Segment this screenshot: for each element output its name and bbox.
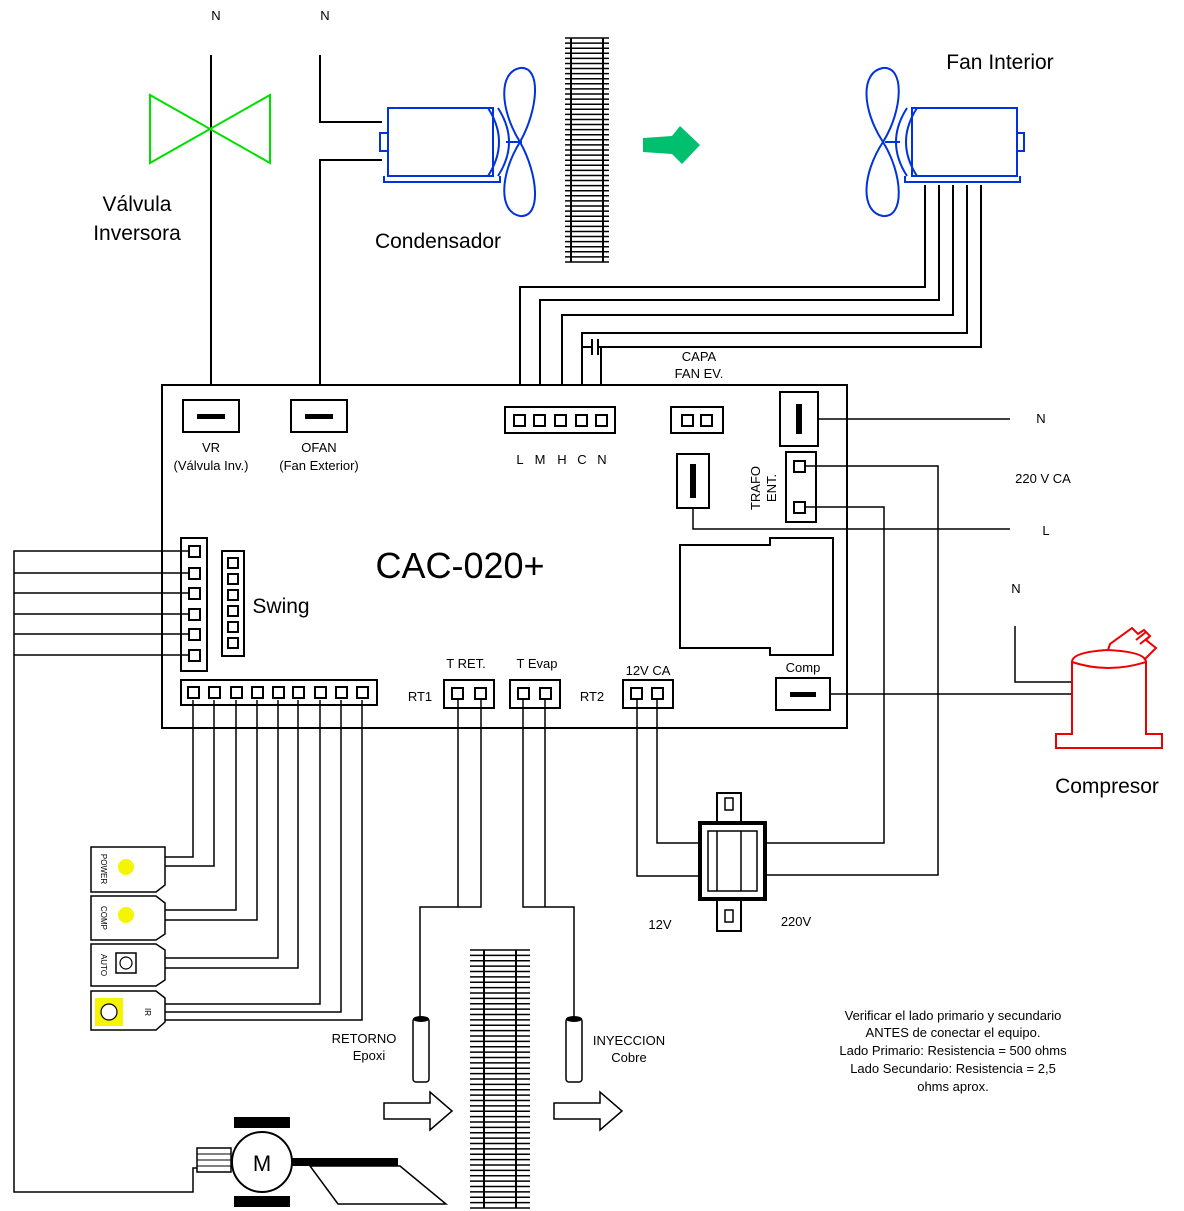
ofan-connector	[290, 399, 348, 433]
trafo-label-2: ENT.	[764, 474, 779, 502]
comp-led	[118, 907, 134, 923]
display-connector	[180, 679, 378, 706]
pin-label-h: H	[557, 452, 566, 467]
power-label: POWER	[99, 854, 108, 884]
swing-connector-left	[180, 537, 208, 672]
vr-label: VR	[202, 440, 220, 455]
trafo-primary-wire-2	[765, 506, 885, 844]
ir-module	[90, 990, 166, 1031]
swing-motor	[196, 1117, 449, 1207]
n-compressor-label: N	[1011, 581, 1020, 596]
auto-label: AUTO	[99, 954, 108, 976]
capa-label-1: CAPA	[682, 349, 717, 364]
rt1-label: RT1	[408, 689, 432, 704]
power-module	[90, 846, 166, 893]
relay-component	[679, 537, 834, 656]
note-line-3: Lado Primario: Resistencia = 500 ohms	[839, 1043, 1067, 1058]
condensador-label: Condensador	[375, 230, 501, 253]
l-supply-wire	[692, 508, 1010, 530]
retorno-label: RETORNO	[332, 1031, 397, 1046]
rt2-label: RT2	[580, 689, 604, 704]
ofan-wire	[319, 159, 382, 412]
fan-interior-label: Fan Interior	[946, 51, 1053, 74]
board-title: CAC-020+	[375, 545, 544, 586]
t-evap-label: T Evap	[517, 656, 558, 671]
n-right-label: N	[1036, 411, 1045, 426]
v220ca-label: 220 V CA	[1015, 471, 1071, 486]
swing-label: Swing	[252, 595, 309, 618]
pin-label-n: N	[597, 452, 606, 467]
fan-n-wire	[319, 55, 382, 123]
trafo-primary-wire-1	[765, 465, 939, 876]
sensor-wires	[419, 700, 575, 1018]
v12ca-connector	[622, 679, 674, 709]
valvula-label-1: Válvula	[103, 193, 172, 216]
vr-connector	[182, 399, 240, 433]
trafo-secondary-wire-2	[656, 700, 700, 844]
transformer-symbol	[698, 792, 767, 932]
inversion-valve-symbol	[149, 93, 271, 165]
ofan-sublabel: (Fan Exterior)	[279, 458, 358, 473]
swing-connector-right	[221, 550, 245, 657]
n-label-valve: N	[211, 8, 220, 23]
trafo-input-connector	[785, 451, 817, 523]
auto-module	[90, 943, 166, 987]
trafo-secondary-wire-1	[636, 700, 700, 877]
comp-connector	[775, 677, 831, 711]
inyeccion-sensor	[565, 1016, 583, 1083]
evaporator-coil	[470, 949, 530, 1209]
t-evap-connector	[509, 679, 561, 709]
condenser-coil	[565, 37, 609, 263]
t-ret-label: T RET.	[446, 656, 486, 671]
retorno-sensor	[412, 1016, 430, 1083]
t-ret-connector	[443, 679, 495, 709]
comp-module	[90, 895, 166, 941]
capa-label-2: FAN EV.	[675, 366, 724, 381]
fan-speed-connector	[504, 406, 616, 434]
comp-panel-label: COMP	[99, 906, 108, 930]
compressor-symbol	[1055, 626, 1163, 749]
epoxi-label: Epoxi	[353, 1048, 386, 1063]
v220-label: 220V	[781, 914, 812, 929]
pin-label-l: L	[516, 452, 523, 467]
inyeccion-label: INYECCION	[593, 1033, 665, 1048]
capa-fan-connector	[670, 406, 724, 434]
display-wires	[165, 700, 363, 1021]
cobre-label: Cobre	[611, 1050, 646, 1065]
note-line-4: Lado Secundario: Resistencia = 2,5	[850, 1061, 1056, 1076]
compressor-n-wire	[1014, 626, 1072, 683]
motor-label: M	[253, 1151, 271, 1176]
n-supply-connector	[779, 391, 819, 447]
note-line-5: ohms aprox.	[917, 1079, 989, 1094]
n-label-fan: N	[320, 8, 329, 23]
pin-label-m: M	[535, 452, 546, 467]
ofan-label: OFAN	[301, 440, 336, 455]
ir-label: IR	[143, 1008, 152, 1016]
v12ca-label: 12V CA	[626, 663, 671, 678]
valvula-label-2: Inversora	[93, 222, 181, 245]
interior-fan-wires	[519, 185, 982, 412]
flow-arrow-right	[553, 1090, 624, 1132]
l-supply-connector	[676, 453, 710, 509]
vr-sublabel: (Válvula Inv.)	[174, 458, 249, 473]
condenser-fan-motor	[379, 66, 537, 218]
airflow-arrow	[643, 126, 700, 164]
l-right-label: L	[1042, 523, 1049, 538]
compresor-label: Compresor	[1055, 775, 1159, 798]
note-line-2: ANTES de conectar el equipo.	[866, 1025, 1041, 1040]
power-led	[118, 859, 134, 875]
comp-label: Comp	[786, 660, 821, 675]
pin-label-c: C	[577, 452, 586, 467]
note-line-1: Verificar el lado primario y secundario	[845, 1008, 1062, 1023]
interior-fan-motor	[865, 66, 1025, 218]
note-block: Verificar el lado primario y secundario …	[839, 1008, 1067, 1094]
flow-arrow-left	[383, 1090, 454, 1132]
v12-label: 12V	[648, 917, 671, 932]
trafo-label-1: TRAFO	[748, 466, 763, 510]
